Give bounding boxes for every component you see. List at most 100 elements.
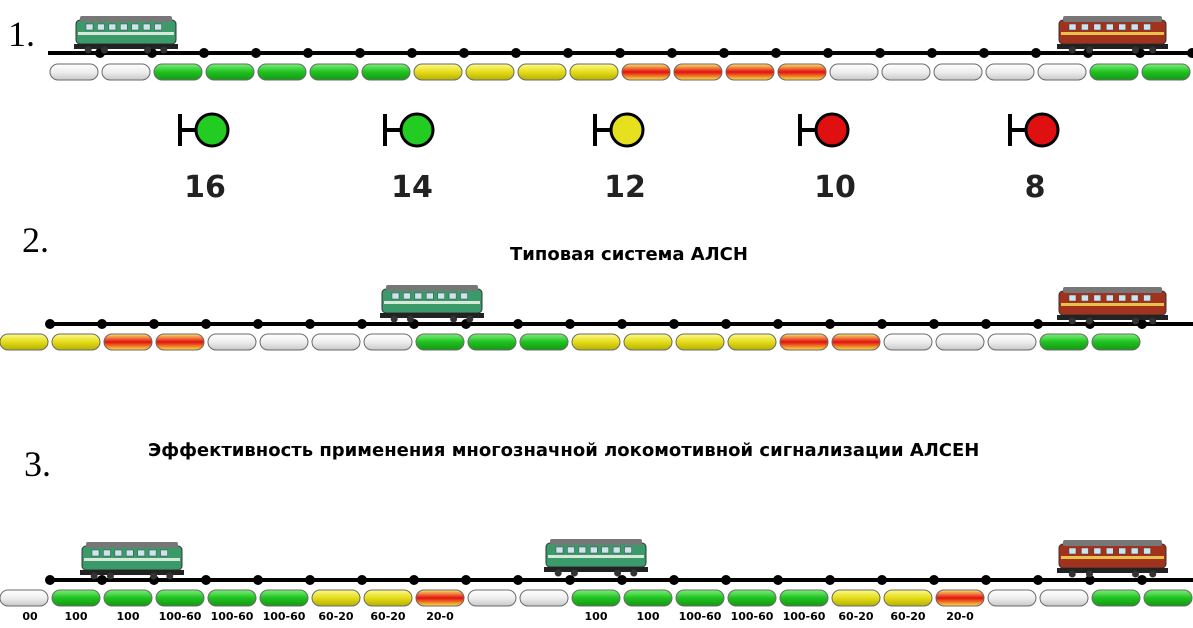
speed-label: 100-60 xyxy=(678,610,722,623)
rail-joint xyxy=(199,48,209,58)
block-section-white xyxy=(935,333,985,351)
block-section-green xyxy=(51,589,101,607)
electric-locomotive-icon xyxy=(1057,540,1168,578)
rail-joint xyxy=(875,48,885,58)
signal-green-icon xyxy=(178,112,230,148)
rail-joint xyxy=(617,319,627,329)
block-section-white xyxy=(1037,63,1087,81)
block-section-red xyxy=(779,333,829,351)
rail-joint xyxy=(461,575,471,585)
speed-label: 20-0 xyxy=(426,610,454,623)
block-section-yellow xyxy=(831,589,881,607)
signal-number-12: 12 xyxy=(604,170,646,205)
block-section-red xyxy=(777,63,827,81)
track-section-3 xyxy=(0,575,1193,607)
rail-joint xyxy=(981,319,991,329)
block-section-yellow xyxy=(465,63,515,81)
speed-label: 60-20 xyxy=(370,610,406,623)
block-section-yellow xyxy=(675,333,725,351)
rail-joint xyxy=(45,319,55,329)
rail-joint xyxy=(459,48,469,58)
block-section-white xyxy=(987,589,1037,607)
rail-joint xyxy=(877,319,887,329)
rail-joint xyxy=(721,575,731,585)
block-section-white xyxy=(519,589,569,607)
block-section-white xyxy=(1039,589,1089,607)
signal-yellow-icon xyxy=(593,112,645,148)
rail-joint xyxy=(929,575,939,585)
rail-joint xyxy=(1187,48,1193,58)
block-section-white xyxy=(881,63,931,81)
rail-joint xyxy=(617,575,627,585)
rail-joint xyxy=(929,319,939,329)
rail-joint xyxy=(303,48,313,58)
rail-joint xyxy=(1137,319,1147,329)
rail-joint xyxy=(981,575,991,585)
rail-joint xyxy=(513,319,523,329)
rail-joint xyxy=(565,319,575,329)
block-section-green xyxy=(103,589,153,607)
block-section-white xyxy=(883,333,933,351)
block-section-red xyxy=(673,63,723,81)
rail-joint xyxy=(407,48,417,58)
block-section-white xyxy=(829,63,879,81)
block-section-green xyxy=(779,589,829,607)
rail-joint xyxy=(1137,575,1147,585)
speed-label: 100 xyxy=(116,610,140,623)
speed-label: 20-0 xyxy=(946,610,974,623)
block-section-green xyxy=(361,63,411,81)
signal-green-icon xyxy=(383,112,435,148)
rail-joint xyxy=(667,48,677,58)
rail-joint xyxy=(979,48,989,58)
rail-joint xyxy=(773,319,783,329)
rail-joint xyxy=(771,48,781,58)
block-section-yellow xyxy=(569,63,619,81)
block-section-yellow xyxy=(571,333,621,351)
signal-number-14: 14 xyxy=(391,170,433,205)
block-section-yellow xyxy=(727,333,777,351)
block-section-white xyxy=(311,333,361,351)
rail-joint xyxy=(1031,48,1041,58)
block-section-green xyxy=(1091,333,1141,351)
block-section-green xyxy=(1141,63,1191,81)
block-section-green xyxy=(155,589,205,607)
rail-joint xyxy=(253,319,263,329)
speed-label: 00 xyxy=(22,610,38,623)
speed-label: 60-20 xyxy=(890,610,926,623)
block-section-green xyxy=(467,333,517,351)
rail-joint xyxy=(305,319,315,329)
block-section-yellow xyxy=(623,333,673,351)
speed-label: 100-60 xyxy=(730,610,774,623)
diesel-locomotive-icon xyxy=(74,16,178,54)
block-section-red xyxy=(103,333,153,351)
signal-number-10: 10 xyxy=(814,170,856,205)
speed-label: 60-20 xyxy=(318,610,354,623)
speed-label: 100 xyxy=(584,610,608,623)
block-section-green xyxy=(1143,589,1193,607)
rail-joint xyxy=(669,575,679,585)
speed-label: 100-60 xyxy=(210,610,254,623)
block-section-green xyxy=(309,63,359,81)
block-section-red xyxy=(155,333,205,351)
rail-joint xyxy=(201,575,211,585)
rail-joint xyxy=(825,319,835,329)
block-section-green xyxy=(259,589,309,607)
block-section-yellow xyxy=(413,63,463,81)
section-number-2: 2. xyxy=(22,220,49,260)
rail-joint xyxy=(563,48,573,58)
rail-joint xyxy=(721,319,731,329)
block-section-yellow xyxy=(363,589,413,607)
rail-joint xyxy=(305,575,315,585)
section-title-3: Эффективность применения многозначной ло… xyxy=(148,440,980,461)
rail-joint xyxy=(565,575,575,585)
speed-label: 100-60 xyxy=(782,610,826,623)
diesel-locomotive-icon xyxy=(380,285,484,323)
electric-locomotive-icon xyxy=(1057,16,1168,54)
block-section-green xyxy=(675,589,725,607)
section-title-2: Типовая система АЛСН xyxy=(510,244,748,265)
track-section-2 xyxy=(0,319,1193,351)
rail-joint xyxy=(97,319,107,329)
block-section-red xyxy=(935,589,985,607)
rail-joint xyxy=(97,575,107,585)
